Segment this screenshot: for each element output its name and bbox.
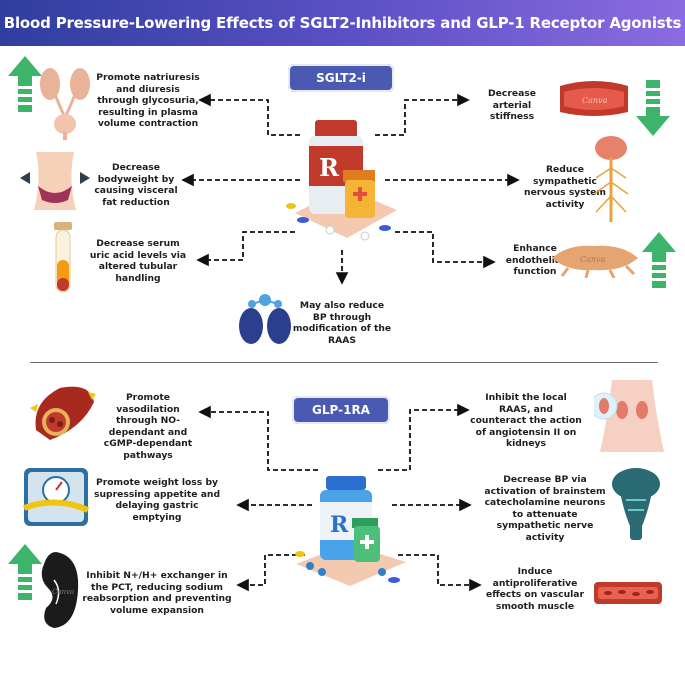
artery-icon: Canva	[560, 81, 628, 116]
increase-arrow-icon	[642, 232, 676, 288]
test-tube-icon	[54, 222, 72, 293]
effect-weight-loss: Promote weight loss by supressing appeti…	[94, 477, 221, 523]
sglt2-medication-icon: R	[286, 120, 397, 241]
effect-arterial: Decrease arterial stiffness	[488, 88, 536, 122]
page-title: Blood Pressure-Lowering Effects of SGLT2…	[3, 14, 682, 32]
svg-text:R: R	[319, 153, 340, 182]
arrow-natriuresis	[198, 93, 300, 136]
kidney-icon-label: Canva	[52, 588, 74, 596]
title-banner: Blood Pressure-Lowering Effects of SGLT2…	[0, 0, 685, 46]
arrow-arterial	[375, 93, 470, 136]
effect-bodyweight: Decrease bodyweight by causing visceral …	[94, 162, 178, 208]
effect-antiproliferative: Induce antiproliferative effects on vasc…	[486, 566, 584, 612]
effect-endothelial: Enhance endothelial function	[505, 243, 565, 277]
effect-sympathetic: Reduce sympathetic nervous system activi…	[524, 164, 606, 210]
section-divider	[30, 362, 658, 363]
nervous-system-icon	[593, 136, 629, 222]
effect-exchanger: Inhibit N+/H+ exchanger in the PCT, redu…	[82, 570, 232, 616]
effect-raas-kidney: Inhibit the local RAAS, and counteract t…	[470, 392, 582, 449]
increase-arrow-icon	[8, 56, 42, 112]
arrow-exchanger	[236, 554, 305, 592]
arrow-raas-kidney	[378, 403, 470, 471]
increase-arrow-icon	[8, 544, 42, 600]
torso-kidney-icon	[594, 380, 664, 452]
arrow-antiproliferative	[398, 554, 482, 592]
vascular-muscle-icon	[594, 582, 662, 604]
blood-vessel-icon	[30, 386, 96, 440]
kidney-icon: Canva	[41, 552, 79, 628]
artery-icon-label: Canva	[582, 96, 608, 105]
effect-vasodilation: Promote vasodilation through NO-dependan…	[103, 392, 193, 461]
waist-icon	[20, 152, 90, 210]
arrow-uric	[196, 231, 295, 267]
brainstem-icon	[612, 468, 660, 540]
effect-brainstem: Decrease BP via activation of brainstem …	[484, 474, 606, 543]
glp1-label: GLP-1RA	[292, 396, 390, 424]
decrease-arrow-icon	[636, 80, 670, 136]
effect-raas: May also reduce BP through modification …	[292, 300, 392, 346]
effect-uric-acid: Decrease serum uric acid levels via alte…	[89, 238, 187, 284]
arrow-vasodilation	[198, 405, 318, 471]
raas-kidney-icon	[239, 294, 291, 344]
endothelial-cell-icon: Canva	[552, 245, 638, 278]
weight-scale-icon	[22, 468, 90, 526]
glp1-medication-icon: R	[295, 476, 406, 586]
arrow-endothelial	[395, 231, 496, 269]
svg-text:R: R	[330, 512, 349, 538]
sglt2-label: SGLT2-i	[288, 64, 394, 92]
endothelial-icon-label: Canva	[580, 255, 606, 264]
kidney-bladder-icon	[40, 68, 90, 140]
effect-natriuresis: Promote natriuresis and diuresis through…	[96, 72, 200, 129]
